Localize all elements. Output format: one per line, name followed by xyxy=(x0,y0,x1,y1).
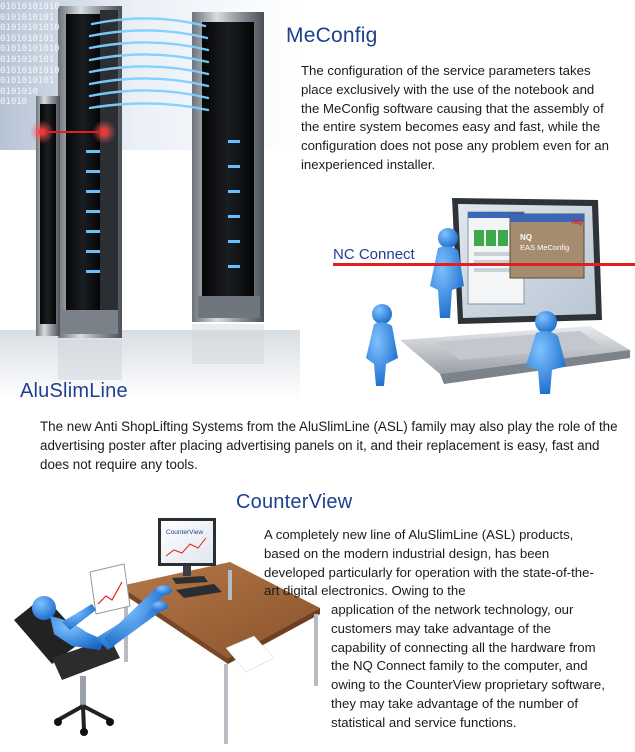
antenna-illustration xyxy=(0,0,300,400)
svg-text:NQ: NQ xyxy=(572,219,583,226)
aluslimline-text: The new Anti ShopLifting Systems from th… xyxy=(40,419,618,472)
chair xyxy=(14,596,120,736)
aluslimline-title: AluSlimLine xyxy=(20,380,128,402)
nc-connect-label: NC Connect xyxy=(333,246,415,263)
red-beam xyxy=(30,120,116,144)
binary-line: 0101010 xyxy=(0,86,38,97)
antenna-left xyxy=(58,6,122,338)
laptop-graphic: NQ EAS MeConfig NQ xyxy=(366,198,630,394)
screen-brand: NQ xyxy=(520,233,532,242)
laptop-illustration: NQ EAS MeConfig NQ xyxy=(340,190,635,400)
desk-illustration: CounterView xyxy=(0,508,330,752)
binary-line: 0101010101 xyxy=(0,12,55,23)
antenna-graphic xyxy=(0,0,300,400)
antenna-dots xyxy=(86,140,240,273)
meconfig-title: MeConfig xyxy=(286,24,378,47)
counterview-title: CounterView xyxy=(236,491,353,513)
nc-connect-line xyxy=(333,263,635,266)
signal-waves xyxy=(88,17,210,112)
figure-sitting xyxy=(32,585,172,650)
binary-line: 01010101010 xyxy=(0,2,60,12)
counterview-text-bottom: application of the network technology, o… xyxy=(331,602,605,730)
figure-right xyxy=(526,311,566,394)
counterview-text-top: A completely new line of AluSlimLine (AS… xyxy=(264,527,594,599)
desk-graphic: CounterView xyxy=(14,518,320,744)
binary-line: 01010101010 xyxy=(0,23,60,34)
binary-line: 0101010101 xyxy=(0,76,55,87)
binary-line: 01010101010 xyxy=(0,44,60,55)
screen-logo-text: EAS MeConfig xyxy=(520,243,569,252)
binary-line: 01010 xyxy=(0,97,28,108)
binary-line: 0101010101 xyxy=(0,54,55,65)
meconfig-text: The configuration of the service paramet… xyxy=(301,63,609,172)
monitor-label: CounterView xyxy=(166,529,203,536)
figure-left xyxy=(366,304,398,386)
binary-backdrop: 01010101010 0101010101 01010101010 01010… xyxy=(0,2,60,108)
binary-line: 01010101010 xyxy=(0,65,60,76)
binary-line: 0101010101 xyxy=(0,33,55,44)
